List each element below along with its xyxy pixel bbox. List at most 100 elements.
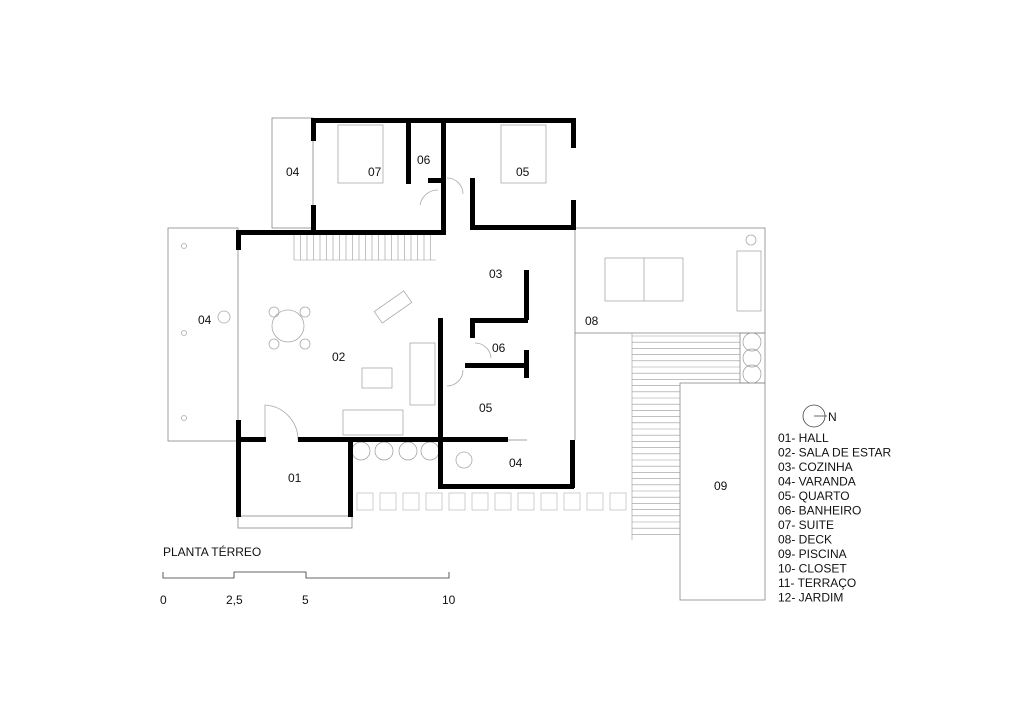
varanda-left-outline — [167, 227, 239, 442]
room-label-varanda: 04 — [509, 456, 523, 470]
room-label-varanda: 04 — [286, 165, 300, 179]
armchair — [455, 451, 473, 469]
wall — [348, 440, 353, 517]
varanda-top-outline — [271, 117, 314, 229]
paver — [494, 492, 512, 511]
wall — [438, 318, 443, 488]
wall — [236, 437, 266, 442]
plan-title: PLANTA TÉRREO — [163, 544, 261, 559]
room-label-suite: 07 — [368, 165, 382, 179]
wall — [236, 420, 241, 517]
sofa — [409, 342, 436, 406]
room-label-quarto: 05 — [479, 401, 493, 415]
paver — [425, 492, 443, 511]
bed-quarto — [500, 124, 547, 184]
shrub-icon — [742, 348, 762, 368]
paver — [379, 492, 397, 511]
entry-step — [237, 515, 353, 529]
walls — [236, 118, 576, 517]
paver — [586, 492, 604, 511]
room-label-varanda: 04 — [198, 313, 212, 327]
coffee-table — [361, 367, 393, 389]
paver — [448, 492, 466, 511]
legend-item: 02- SALA DE ESTAR — [778, 446, 891, 460]
column — [181, 415, 187, 421]
dining-table — [271, 309, 305, 343]
scale-label: 5 — [302, 593, 309, 607]
deck-outline — [574, 227, 766, 334]
column — [181, 243, 187, 249]
entry-door-swing — [264, 404, 299, 441]
paver — [563, 492, 581, 511]
legend-item: 07- SUITE — [778, 518, 834, 532]
outdoor-sofa — [736, 250, 762, 312]
bed-suite — [337, 124, 384, 184]
garden-pavers — [356, 492, 627, 511]
staircase — [293, 235, 436, 261]
legend-item: 08- DECK — [778, 533, 832, 547]
wall — [438, 484, 574, 489]
wall — [470, 178, 475, 230]
north-arrow: N — [802, 404, 837, 428]
wall — [470, 318, 528, 323]
wall — [571, 200, 576, 230]
room-label-deck: 08 — [585, 314, 599, 328]
legend-item: 04- VARANDA — [778, 475, 856, 489]
legend-item: 12- JARDIM — [778, 591, 843, 605]
legend-item: 01- HALL — [778, 431, 829, 445]
room-label-cozinha: 03 — [489, 267, 503, 281]
room-label-piscina: 09 — [714, 479, 728, 493]
wall — [465, 363, 528, 368]
paver — [540, 492, 558, 511]
legend-item: 05- QUARTO — [778, 489, 850, 503]
room-label-hall: 01 — [288, 471, 302, 485]
wall — [570, 440, 575, 488]
legend-item: 09- PISCINA — [778, 547, 847, 561]
scale-label: 0 — [160, 593, 167, 607]
room-labels: 04 07 06 05 04 03 02 08 06 05 01 04 09 — [198, 153, 728, 493]
outline-lines — [167, 117, 766, 601]
door-swing — [474, 342, 492, 359]
wall — [524, 270, 529, 320]
chair — [299, 338, 311, 350]
wall — [441, 118, 446, 232]
wall — [311, 118, 316, 141]
chair — [268, 338, 280, 350]
door-swing — [446, 177, 464, 195]
paver — [356, 492, 374, 511]
room-label-banheiro: 06 — [417, 153, 431, 167]
legend-item: 10- CLOSET — [778, 562, 847, 576]
shrub-icon — [742, 364, 762, 384]
north-label: N — [828, 410, 837, 424]
paver — [471, 492, 489, 511]
wall — [236, 230, 446, 235]
chair — [299, 306, 311, 318]
paver — [402, 492, 420, 511]
wall — [428, 178, 444, 183]
side-table — [217, 310, 231, 324]
wall — [236, 230, 241, 250]
plant-pot — [745, 234, 757, 246]
chaise — [373, 290, 413, 324]
wall — [470, 225, 576, 230]
shrub-icon — [398, 441, 418, 461]
door-swing — [446, 369, 464, 387]
shrubs — [351, 332, 762, 461]
paver — [517, 492, 535, 511]
legend-item: 03- COZINHA — [778, 460, 853, 474]
shrub-icon — [742, 332, 762, 352]
legend-item: 06- BANHEIRO — [778, 504, 861, 518]
room-label-quarto: 05 — [516, 165, 530, 179]
shrub-icon — [420, 441, 440, 461]
legend-item: 11- TERRAÇO — [778, 576, 856, 590]
room-label-sala: 02 — [332, 350, 346, 364]
wall — [298, 437, 508, 442]
pool-outline — [679, 382, 766, 601]
wall — [406, 118, 411, 184]
scale-label: 10 — [442, 593, 456, 607]
sofa — [342, 409, 404, 436]
shrub-icon — [374, 441, 394, 461]
